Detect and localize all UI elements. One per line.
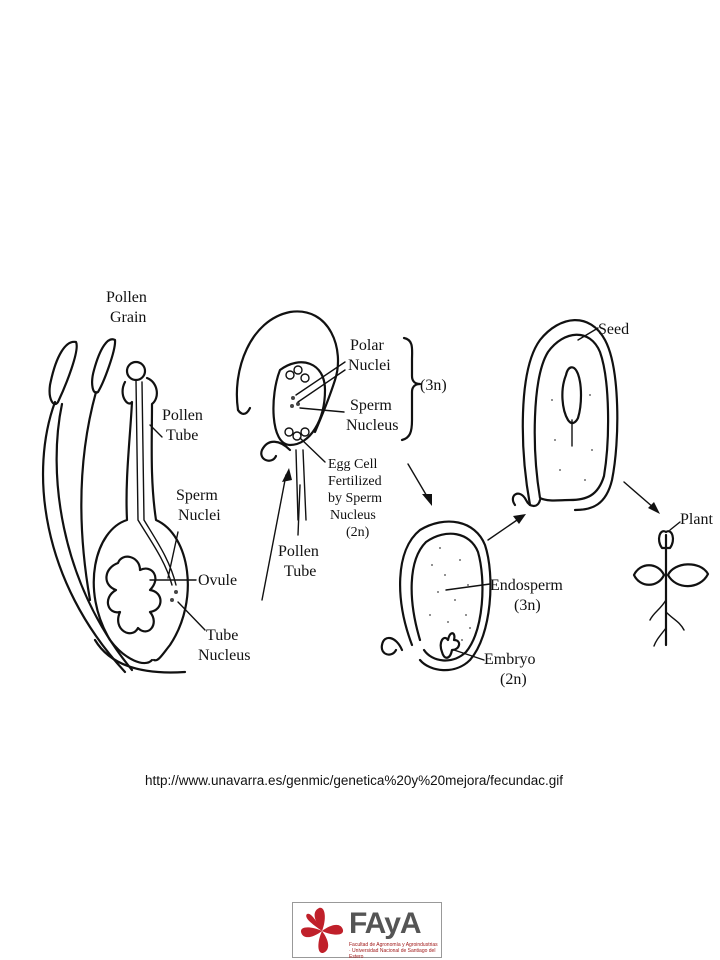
label-plant: Plant <box>680 511 713 528</box>
source-url: http://www.unavarra.es/genmic/genetica%2… <box>145 773 563 788</box>
filament-right <box>80 390 98 602</box>
arrow-head-4 <box>648 502 660 514</box>
arrow-head-2 <box>422 494 432 506</box>
leader-sperm-nucleus <box>299 407 345 413</box>
pollen-tube-2a <box>295 449 299 521</box>
pollen-grain-shape <box>125 360 147 382</box>
faya-logo: FAyA Facultad de Agronomía y Agroindustr… <box>292 902 442 960</box>
egg-apparatus-cell <box>292 431 302 441</box>
leader-plant <box>669 521 681 531</box>
leader-polar-nuclei-2 <box>297 369 346 403</box>
sperm-nuclei-dot <box>170 598 174 602</box>
seed-coat-outer <box>399 520 492 672</box>
cotyledon-right <box>666 563 710 588</box>
label-ovule: Ovule <box>198 572 237 589</box>
polar-nucleus-dot <box>296 402 300 406</box>
leader-embryo <box>453 649 485 661</box>
egg-apparatus-cell <box>300 427 310 437</box>
sperm-nuclei-dot <box>174 590 178 594</box>
endosperm-dots <box>429 547 471 641</box>
micropyle-curl <box>260 440 292 462</box>
plant-bud <box>657 530 675 550</box>
arrow-line-1 <box>261 474 287 601</box>
label-triploid: (3n) <box>420 377 447 394</box>
leader-sperm-nuclei <box>167 531 179 579</box>
micropyle-curl-3 <box>380 636 404 656</box>
anther-right <box>91 338 117 394</box>
polar-nucleus-dot <box>291 396 295 400</box>
arrow-head-1 <box>282 468 292 482</box>
pistil-right <box>145 376 189 662</box>
arrow-line-2 <box>407 463 429 499</box>
developing-seed-panel: Endosperm(3n) Embryo(2n) <box>380 520 563 688</box>
integument-lip <box>236 406 252 415</box>
label-embryo: Embryo(2n) <box>484 651 536 688</box>
pollen-tube-path <box>135 379 173 586</box>
embryo-shape <box>439 632 461 659</box>
leader-polar-nuclei <box>295 361 346 396</box>
label-endosperm: Endosperm(3n) <box>490 577 563 614</box>
seed-embryo <box>561 366 583 425</box>
filament-left-inner <box>55 402 134 672</box>
embryo-sac-shape <box>272 361 327 447</box>
leader-pollen-tube-bottom <box>297 484 301 536</box>
egg-apparatus-cell <box>284 427 294 437</box>
leader-pollen-tube <box>149 424 163 438</box>
leader-seed <box>577 327 599 341</box>
receptacle-left <box>93 638 187 674</box>
leader-endosperm <box>445 583 491 591</box>
leader-egg-cell <box>299 437 326 463</box>
antipodal-cell <box>285 370 295 380</box>
mature-seed-inner <box>533 333 610 502</box>
plant-roots <box>649 599 685 647</box>
ovule-shape <box>105 555 162 635</box>
integument-outer <box>235 310 340 434</box>
arrow-head-3 <box>513 514 526 524</box>
label-seed: Seed <box>598 321 629 338</box>
faya-logo-word: FAyA <box>349 907 422 940</box>
pistil-left <box>92 380 154 665</box>
faya-logo-flower-icon <box>300 907 344 954</box>
anther-left <box>48 340 78 406</box>
seed-dots <box>551 394 593 481</box>
faya-logo-subtitle: Facultad de Agronomía y Agroindustrias ·… <box>349 942 438 960</box>
mature-seed-panel: Seed <box>511 319 629 512</box>
mature-seed-lip <box>511 492 542 508</box>
bracket <box>400 336 422 442</box>
pollen-tube-2b <box>302 449 307 521</box>
leader-tube-nucleus <box>177 601 206 631</box>
cotyledon-left <box>632 564 666 586</box>
antipodal-cell <box>300 373 310 383</box>
arrow-line-3 <box>487 517 521 541</box>
pollen-tube-path-inner <box>141 381 177 586</box>
arrow-line-4 <box>623 481 655 509</box>
filament-left-outer <box>42 400 127 674</box>
antipodal-cell <box>293 365 303 375</box>
polar-nucleus-dot <box>290 404 294 408</box>
mature-seed-outer <box>521 319 619 512</box>
plant-panel: Plant <box>632 511 713 647</box>
seed-coat-inner <box>410 532 484 662</box>
